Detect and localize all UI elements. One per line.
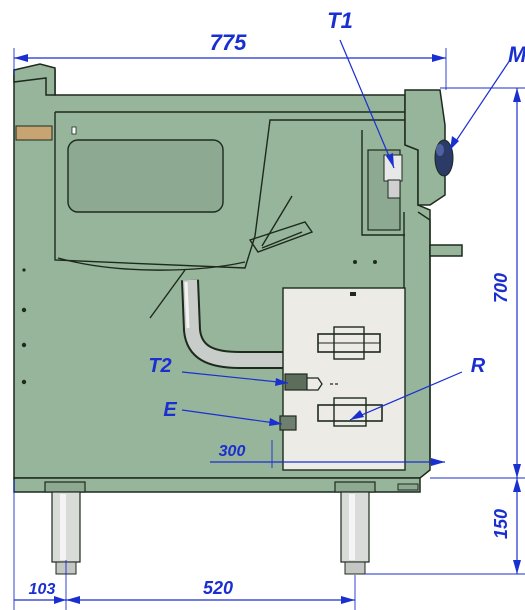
motor-m <box>434 139 454 177</box>
leader-lines <box>181 39 511 426</box>
inspection-window <box>67 139 224 213</box>
label-m: M <box>508 42 525 67</box>
dim-775: 775 <box>210 30 247 55</box>
earth-terminal <box>279 415 297 431</box>
label-t2: T2 <box>148 355 171 377</box>
thermostat-t1 <box>383 154 403 199</box>
label-t1: T1 <box>327 8 353 33</box>
dim-520: 520 <box>203 578 233 598</box>
label-r: R <box>471 355 486 377</box>
machine-body <box>13 63 463 479</box>
dim-700: 700 <box>491 273 511 303</box>
label-e: E <box>163 399 177 421</box>
nameplate <box>15 125 53 141</box>
dim-300: 300 <box>219 443 246 460</box>
dim-150: 150 <box>491 509 511 539</box>
dimension-lines <box>13 48 525 610</box>
dim-103: 103 <box>29 581 56 598</box>
control-panel <box>279 287 406 471</box>
legs <box>13 477 421 575</box>
t2-connector <box>284 373 308 391</box>
